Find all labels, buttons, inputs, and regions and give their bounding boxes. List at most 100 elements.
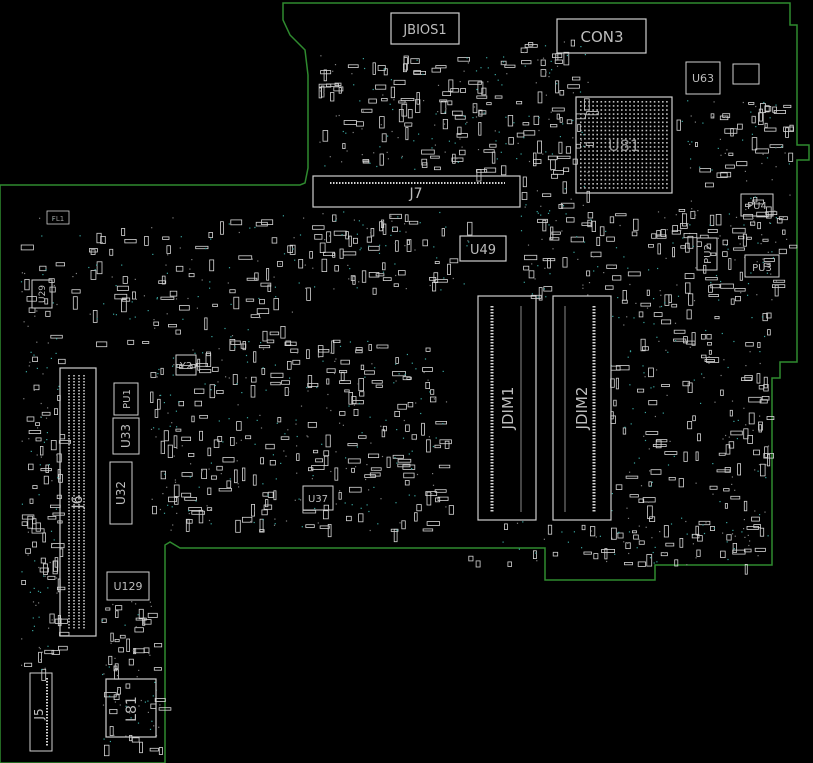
connector-pin: [73, 615, 75, 617]
connector-pin: [83, 462, 85, 464]
via: [424, 358, 427, 360]
via: [675, 340, 677, 342]
bga-ball: [608, 183, 611, 185]
passive-component: [581, 524, 586, 531]
via: [335, 218, 337, 220]
passive-component: [352, 237, 358, 244]
via: [389, 103, 391, 105]
passive-component: [729, 409, 733, 417]
via: [360, 507, 362, 509]
via: [387, 158, 389, 160]
via: [214, 395, 216, 397]
via: [771, 251, 773, 253]
passive-component: [167, 324, 177, 328]
passive-component: [393, 283, 399, 287]
via: [370, 232, 372, 234]
via: [51, 480, 53, 482]
bga-ball: [637, 125, 639, 128]
via: [545, 151, 547, 153]
via: [666, 394, 668, 396]
bga-ball: [580, 125, 582, 128]
passive-component: [89, 248, 98, 253]
via: [247, 329, 249, 331]
via: [330, 352, 332, 354]
passive-component: [744, 564, 748, 575]
via: [210, 462, 212, 464]
via: [473, 106, 476, 108]
passive-component: [235, 519, 241, 533]
connector-pin: [68, 435, 70, 437]
bga-ball: [612, 183, 615, 185]
via: [434, 144, 436, 146]
via: [316, 386, 318, 389]
passive-component: [710, 252, 717, 256]
via: [695, 267, 697, 269]
passive-component: [587, 219, 592, 228]
via: [757, 555, 759, 557]
connector-pin: [78, 405, 80, 407]
via: [581, 131, 583, 133]
via: [228, 223, 230, 225]
passive-component: [280, 325, 286, 339]
connector-pin: [73, 477, 75, 479]
via: [300, 405, 303, 407]
via: [380, 498, 382, 500]
passive-component: [645, 431, 659, 435]
bga-ball: [625, 137, 627, 140]
passive-component: [311, 465, 325, 471]
passive-component: [57, 586, 66, 591]
bga-ball: [600, 174, 603, 177]
connector-pin: [73, 375, 75, 377]
bga-ball: [592, 101, 594, 103]
passive-component: [617, 532, 624, 539]
connector-pin: [73, 447, 75, 449]
passive-component: [342, 143, 346, 149]
connector-pin: [73, 438, 75, 440]
via: [686, 533, 688, 535]
bga-ball: [649, 178, 652, 181]
con3-outline: [556, 18, 647, 54]
connector-pin: [73, 459, 75, 461]
via: [665, 349, 667, 351]
via: [390, 215, 392, 217]
connector-pin: [83, 378, 85, 380]
passive-component: [703, 264, 707, 274]
bga-ball: [629, 117, 631, 119]
passive-component: [104, 744, 110, 757]
via: [443, 100, 445, 102]
passive-component: [314, 234, 323, 240]
connector-pin: [73, 576, 75, 578]
via: [314, 507, 316, 510]
connector-pin: [68, 504, 70, 506]
pu1-label: PU1: [122, 389, 133, 409]
passive-component: [500, 165, 507, 176]
bga-ball: [596, 150, 598, 152]
l81-outline: [105, 678, 157, 738]
via: [573, 531, 575, 533]
connector-pin: [78, 576, 80, 578]
passive-component: [113, 694, 120, 700]
via: [396, 529, 398, 531]
connector-pin: [68, 540, 70, 542]
bga-ball: [633, 113, 635, 115]
via: [274, 364, 276, 366]
via: [677, 295, 680, 297]
bga-ball: [580, 170, 582, 173]
passive-component: [186, 519, 193, 524]
via: [291, 344, 293, 346]
passive-component: [441, 228, 445, 237]
via: [209, 281, 211, 283]
passive-component: [442, 91, 452, 96]
via: [323, 91, 325, 93]
bga-ball: [653, 133, 656, 136]
bga-ball: [580, 137, 582, 140]
passive-component: [119, 634, 126, 639]
via: [164, 473, 166, 475]
connector-pin: [73, 426, 75, 428]
connector-pin: [68, 528, 70, 530]
via: [580, 139, 582, 141]
connector-pin: [68, 453, 70, 455]
connector-pin: [78, 612, 80, 614]
via: [318, 356, 320, 358]
